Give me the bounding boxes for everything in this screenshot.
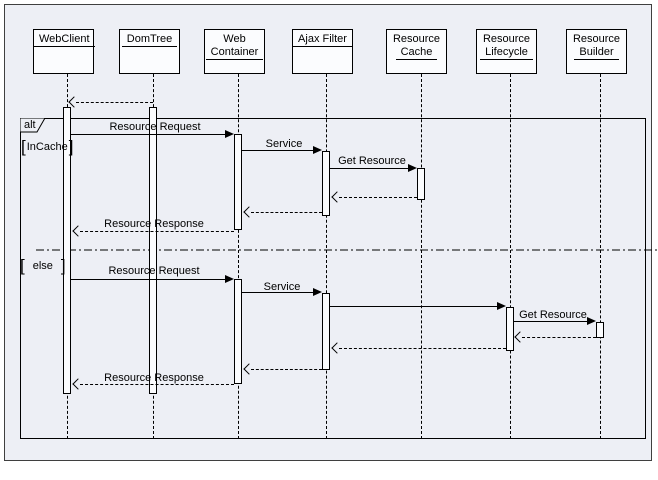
alt-operator-label: alt xyxy=(24,119,36,131)
actor-name-line2: Lifecycle xyxy=(480,46,533,60)
activation-web-container-2 xyxy=(234,279,242,384)
actor-name-line2: Builder xyxy=(574,46,619,60)
message-label: Resource Request xyxy=(109,121,201,133)
activation-ajax-filter-2 xyxy=(322,293,330,370)
guard-bracket-open: [ xyxy=(21,137,26,156)
actor-name-line1: Resource xyxy=(572,33,621,45)
message-line-resource-request-2 xyxy=(71,279,225,280)
diagram-panel: WebClient DomTree Web Container Ajax Fil… xyxy=(4,4,658,461)
actor-name: DomTree xyxy=(121,33,178,47)
guard-bracket-close: ] xyxy=(60,256,66,275)
activation-resource-lifecycle xyxy=(506,307,514,351)
activation-ajax-filter-1 xyxy=(322,151,330,216)
actor-name-line1: Web xyxy=(223,33,246,45)
guard-bracket-close: ] xyxy=(68,137,74,156)
lifeline-head-resource-cache: Resource Cache xyxy=(386,29,447,74)
lifeline-resource-builder xyxy=(600,74,601,439)
filled-arrowhead-right-icon xyxy=(408,164,417,172)
alt-operator-pentagon xyxy=(20,118,46,133)
message-label: Service xyxy=(263,281,301,293)
actor-name: WebClient xyxy=(34,33,95,47)
alt-divider-line xyxy=(36,249,658,251)
lifeline-resource-lifecycle xyxy=(510,74,511,439)
activation-resource-builder xyxy=(596,322,604,338)
message-line-resource-request-1 xyxy=(71,134,225,135)
message-label: Resource Response xyxy=(104,218,204,230)
message-line-init-return xyxy=(76,102,153,103)
message-line-get-resource-2 xyxy=(513,321,587,322)
activation-domtree xyxy=(149,107,157,394)
guard-incache: [ InCache ] xyxy=(21,138,73,155)
alt-frame: alt xyxy=(20,118,658,439)
message-line-builder-return xyxy=(522,337,596,338)
message-label: Get Resource xyxy=(338,155,406,167)
actor-name: Ajax Filter xyxy=(293,33,352,47)
lifeline-web-container xyxy=(238,74,239,439)
lifeline-head-webclient: WebClient xyxy=(33,29,95,74)
guard-bracket-open: [ xyxy=(20,256,25,275)
filled-arrowhead-right-icon xyxy=(313,146,322,154)
lifeline-head-ajax-filter: Ajax Filter xyxy=(292,29,353,74)
message-label: Resource Response xyxy=(104,372,204,384)
activation-webclient xyxy=(63,107,71,394)
actor-name-line1: Resource xyxy=(482,33,531,45)
message-line-service-2 xyxy=(242,292,313,293)
message-line-service-1 xyxy=(242,150,313,151)
actor-name-line2: Container xyxy=(205,46,264,60)
message-label: Get Resource xyxy=(519,309,587,321)
message-line-resource-response-2 xyxy=(80,384,234,385)
actor-name-line1: Resource xyxy=(392,33,441,45)
guard-else: [ else ] xyxy=(20,257,66,274)
message-line-cache-return xyxy=(339,197,417,198)
lifeline-head-resource-builder: Resource Builder xyxy=(566,29,627,74)
message-line-get-resource-1 xyxy=(330,168,408,169)
filled-arrowhead-right-icon xyxy=(225,130,234,138)
message-line-ajax-to-lifecycle xyxy=(330,306,497,307)
message-line-ajax-return-2 xyxy=(251,369,322,370)
guard-text: else xyxy=(32,259,53,272)
activation-web-container-1 xyxy=(234,134,242,230)
filled-arrowhead-right-icon xyxy=(313,288,322,296)
lifeline-head-domtree: DomTree xyxy=(119,29,180,74)
open-arrowhead-left-icon xyxy=(68,96,80,108)
lifeline-head-web-container: Web Container xyxy=(204,29,265,74)
filled-arrowhead-right-icon xyxy=(497,302,506,310)
lifeline-resource-cache xyxy=(421,74,422,439)
message-line-resource-response-1 xyxy=(80,231,234,232)
lifeline-head-resource-lifecycle: Resource Lifecycle xyxy=(476,29,537,74)
filled-arrowhead-right-icon xyxy=(587,317,596,325)
activation-resource-cache xyxy=(417,168,425,200)
actor-name-line2: Cache xyxy=(395,46,438,60)
filled-arrowhead-right-icon xyxy=(225,275,234,283)
message-label: Resource Request xyxy=(108,265,200,277)
guard-text: InCache xyxy=(26,140,68,153)
lifeline-ajax-filter xyxy=(326,74,327,439)
message-line-ajax-return-1 xyxy=(251,212,322,213)
message-label: Service xyxy=(265,138,303,150)
message-line-lifecycle-return xyxy=(339,348,506,349)
